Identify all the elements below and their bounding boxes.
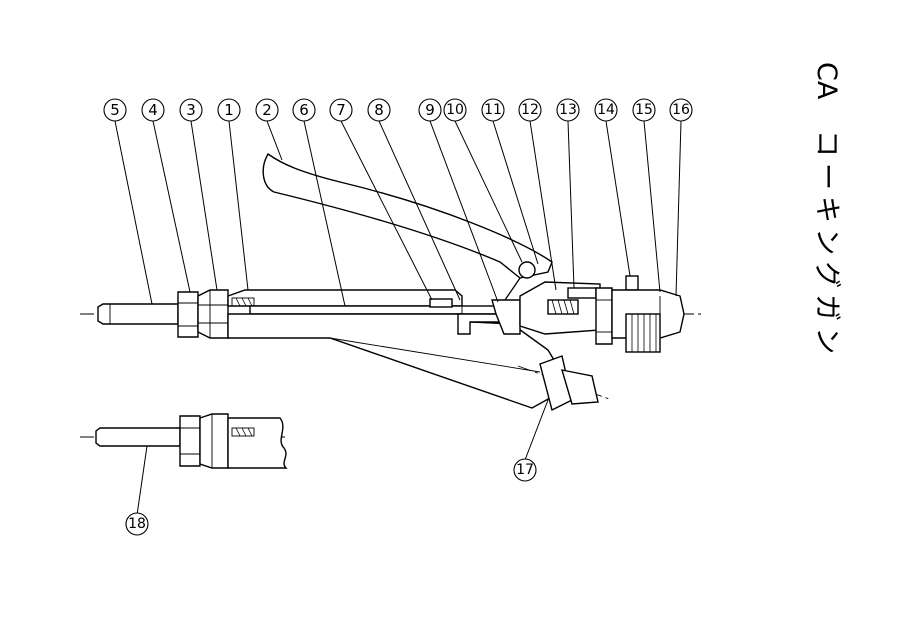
callout-11-label: 11 [484, 102, 502, 118]
callout-10-label: 10 [446, 102, 464, 118]
callout-6: 6 [292, 98, 316, 122]
callout-11: 11 [481, 98, 505, 122]
spring-seat [547, 299, 579, 315]
callout-7-label: 7 [336, 101, 346, 119]
callout-8: 8 [367, 98, 391, 122]
callout-5-label: 5 [110, 101, 120, 119]
callout-2: 2 [255, 98, 279, 122]
callout-14: 14 [594, 98, 618, 122]
callout-3: 3 [179, 98, 203, 122]
nozzle-nut [177, 291, 199, 338]
trigger-lever [262, 152, 553, 279]
callout-16: 16 [669, 98, 693, 122]
callout-17-label: 17 [516, 462, 534, 478]
callout-13-label: 13 [559, 102, 577, 118]
callout-15: 15 [632, 98, 656, 122]
gun-assembly [80, 152, 705, 412]
inlet-fitting [561, 369, 599, 405]
callout-10: 10 [443, 98, 467, 122]
gasket [567, 287, 597, 299]
callout-13: 13 [556, 98, 580, 122]
callout-12-label: 12 [521, 102, 539, 118]
callout-12: 12 [518, 98, 542, 122]
callout-1-label: 1 [224, 101, 234, 119]
callout-6-label: 6 [299, 101, 309, 119]
callout-18-label: 18 [128, 516, 146, 532]
alt-adapter [199, 413, 229, 469]
alternate-nozzle-assembly [80, 413, 288, 469]
seal-ring [429, 298, 453, 308]
callout-2-label: 2 [262, 101, 272, 119]
rear-hex-nut [595, 287, 613, 345]
long-nozzle [95, 427, 181, 447]
callout-5: 5 [103, 98, 127, 122]
pivot-pin [518, 261, 536, 279]
barrel-cover [227, 289, 463, 307]
piston-rod [249, 305, 511, 315]
callout-16-label: 16 [672, 102, 690, 118]
alt-body-cutaway [227, 417, 288, 469]
callout-15-label: 15 [635, 102, 653, 118]
callout-9-label: 9 [425, 101, 435, 119]
leader-lines [114, 120, 682, 516]
model-code: CA [811, 62, 842, 100]
adapter-fitting [197, 289, 229, 339]
callout-18: 18 [125, 512, 149, 536]
bracket-tab [491, 299, 521, 335]
callout-9: 9 [418, 98, 442, 122]
alt-nozzle-nut [179, 415, 201, 467]
product-name: コーキングガン [811, 130, 842, 360]
callout-8-label: 8 [374, 101, 384, 119]
callout-1: 1 [217, 98, 241, 122]
callout-4: 4 [141, 98, 165, 122]
callout-7: 7 [329, 98, 353, 122]
set-screw [625, 275, 639, 291]
callout-4-label: 4 [148, 101, 158, 119]
callout-3-label: 3 [186, 101, 196, 119]
vertical-title: CA コーキングガン [811, 62, 842, 360]
callout-17: 17 [513, 458, 537, 482]
callout-14-label: 14 [597, 102, 615, 118]
knurled-ring [625, 313, 661, 353]
